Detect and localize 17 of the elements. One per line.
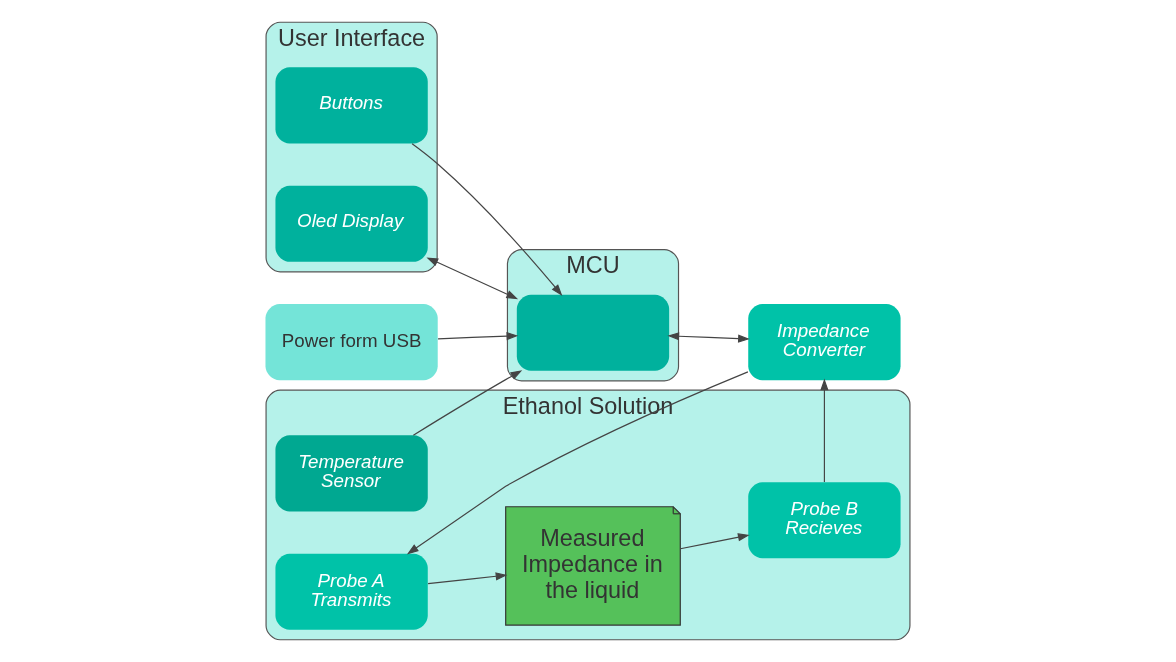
node-box: Power form USB <box>265 304 438 381</box>
arrow <box>667 332 750 343</box>
arrow <box>406 371 749 555</box>
node-box: Probe B Recieves <box>748 482 901 559</box>
node-box: Oled Display <box>275 185 428 262</box>
arrow <box>411 143 563 296</box>
arrow <box>820 378 829 483</box>
node-box <box>516 294 670 371</box>
node-box: Probe A Transmits <box>275 553 428 630</box>
arrow <box>679 533 750 550</box>
arrow <box>412 370 523 436</box>
node-box: Buttons <box>275 67 428 144</box>
arrow <box>426 257 519 300</box>
node-box: Impedance Converter <box>748 304 901 381</box>
node-box: Temperature Sensor <box>275 435 428 512</box>
arrow <box>437 332 519 341</box>
arrow <box>427 572 508 585</box>
